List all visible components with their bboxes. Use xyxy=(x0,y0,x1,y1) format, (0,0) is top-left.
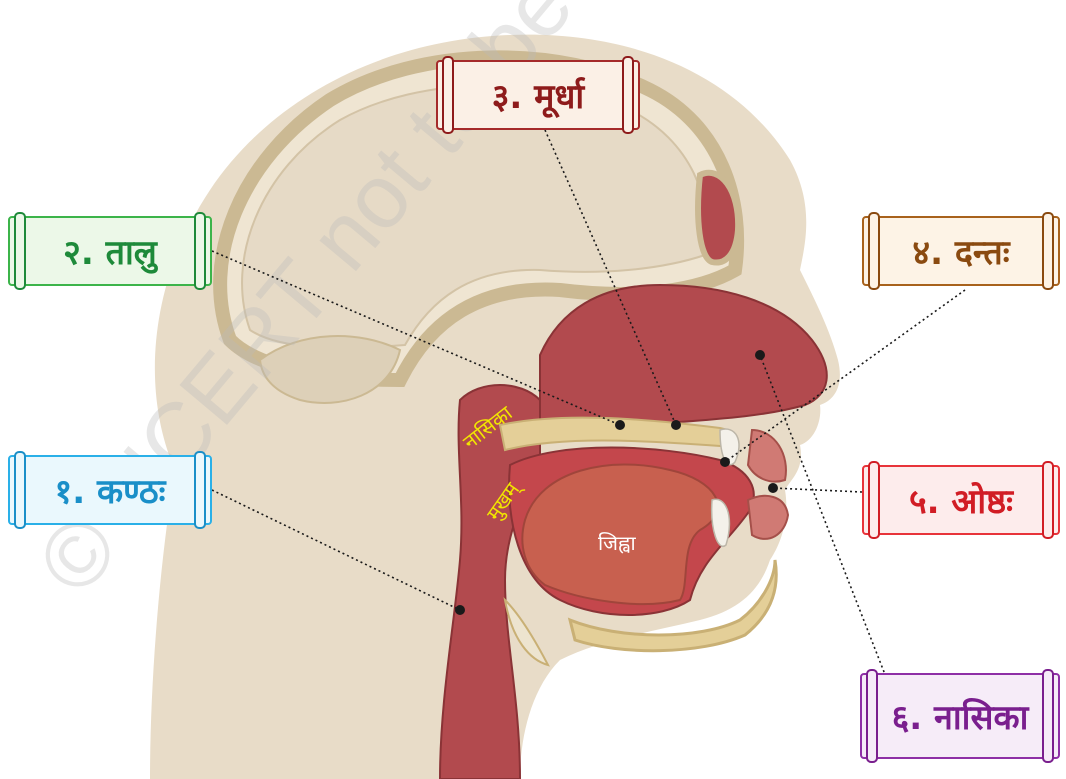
dot-teeth xyxy=(720,457,730,467)
dot-throat xyxy=(455,605,465,615)
label-palate: २. तालु xyxy=(8,216,212,286)
dot-palate xyxy=(615,420,625,430)
label-teeth: ४. दन्तः xyxy=(862,216,1060,286)
dot-cerebral xyxy=(671,420,681,430)
label-cerebral: ३. मूर्धा xyxy=(436,60,640,130)
label-throat: १. कण्ठः xyxy=(8,455,212,525)
frontal-sinus xyxy=(698,173,738,263)
leader-line-lips xyxy=(773,488,862,492)
dot-nose xyxy=(755,350,765,360)
label-lips: ५. ओष्ठः xyxy=(862,465,1060,535)
label-nose: ६. नासिका xyxy=(860,673,1060,759)
inner-label-tongue: जिह्वा xyxy=(598,532,636,555)
dot-lips xyxy=(768,483,778,493)
